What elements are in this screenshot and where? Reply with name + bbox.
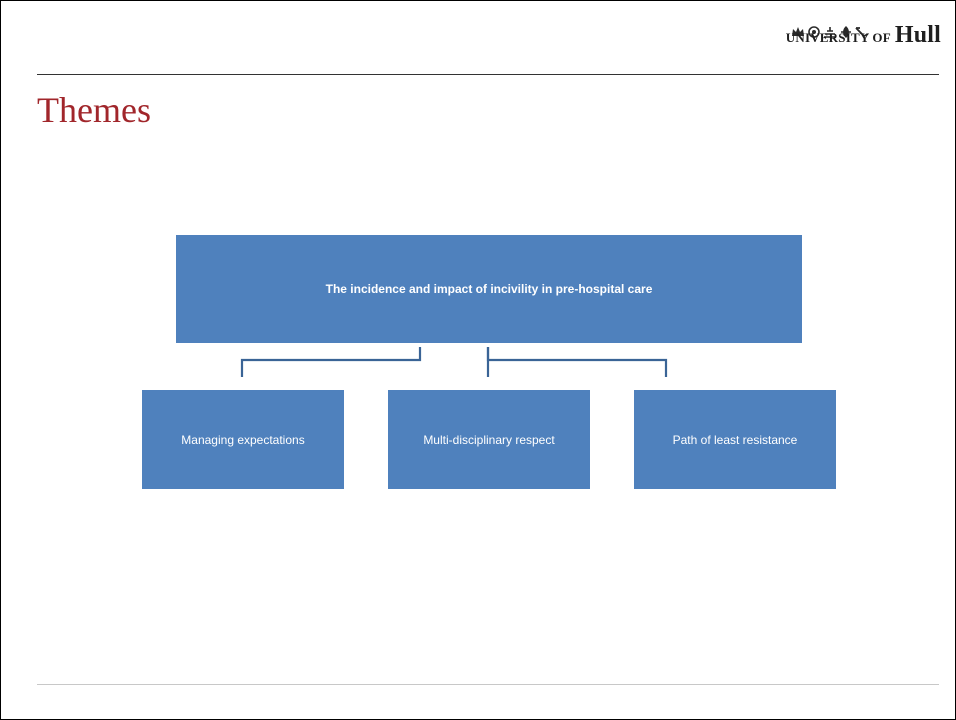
connector-right	[486, 347, 668, 377]
diagram-root-node: The incidence and impact of incivility i…	[176, 235, 802, 343]
footer-divider	[37, 684, 939, 685]
diagram-child-node: Managing expectations	[142, 390, 344, 489]
child-node-label: Managing expectations	[181, 432, 305, 447]
child-node-label: Path of least resistance	[672, 432, 798, 447]
diagram-child-node: Path of least resistance	[634, 390, 836, 489]
header-divider	[37, 74, 939, 75]
slide-title: Themes	[37, 90, 151, 130]
connector-left	[240, 347, 422, 377]
logo-prefix: UNIVERSITY OF	[785, 29, 891, 45]
university-logo: UNIVERSITY OF Hull	[786, 23, 941, 47]
diagram-child-node: Multi-disciplinary respect	[388, 390, 590, 489]
university-crest-icon	[790, 25, 870, 39]
child-node-label: Multi-disciplinary respect	[423, 432, 555, 447]
logo-name: Hull	[894, 22, 941, 48]
root-node-label: The incidence and impact of incivility i…	[325, 282, 653, 296]
